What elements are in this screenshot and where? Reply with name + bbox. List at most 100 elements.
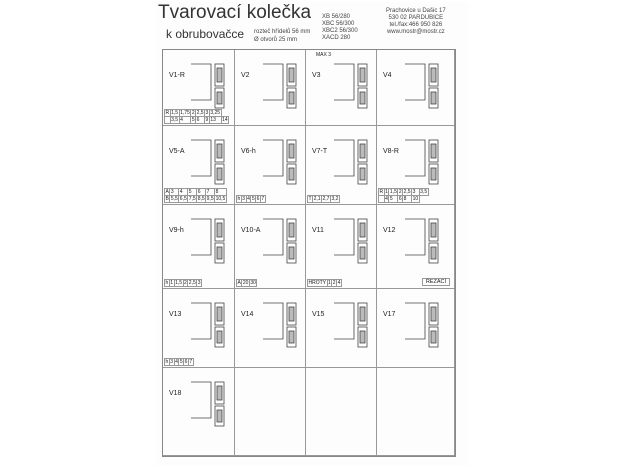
- roller-cell: V4: [377, 50, 455, 126]
- table-cell: 7: [205, 188, 216, 196]
- note: MAX 3: [316, 52, 332, 58]
- roller-cell: V17: [377, 289, 455, 368]
- table-cell: 3: [196, 279, 203, 287]
- table-cell: 3: [169, 188, 180, 196]
- table-cell: 6: [195, 116, 206, 124]
- roller-drawing-icon: [263, 302, 297, 348]
- table-cell: 8,5: [196, 195, 207, 203]
- roller-drawing-icon: [191, 218, 225, 264]
- roller-label: V13: [169, 311, 182, 318]
- roller-label: V10-A: [241, 227, 261, 234]
- table-cell: 10: [411, 195, 420, 203]
- table-cell: 30: [248, 279, 258, 287]
- address: Prachovice u Dašic 17 530 02 PARDUBICE t…: [386, 8, 446, 36]
- roller-label: V12: [383, 227, 396, 234]
- cutting-note: ŘEZACÍ: [421, 278, 450, 286]
- page-subtitle: k obrubovačce: [166, 27, 245, 41]
- roller-drawing-icon: [334, 139, 368, 185]
- roller-drawing-icon: [334, 302, 368, 348]
- model: XBC 56/300: [322, 21, 355, 27]
- table-cell: B: [163, 195, 171, 203]
- model-list: XB 56/280 XBC 56/300 XBC2 56/300 XACD 28…: [322, 14, 358, 42]
- table-cell: 3,5: [169, 116, 180, 124]
- table-cell: HROTY: [307, 279, 328, 287]
- roller-drawing-icon: [405, 139, 439, 185]
- table-cell: 4: [336, 279, 342, 287]
- table-cell: 14: [220, 116, 230, 124]
- table-cell: 2,5: [195, 109, 206, 117]
- roller-label: V14: [241, 311, 254, 318]
- table-cell: 4: [178, 188, 189, 196]
- roller-drawing-icon: [263, 139, 297, 185]
- table-cell: 8: [402, 195, 413, 203]
- roller-label: V8-R: [383, 148, 399, 155]
- table-cell: 2,1: [312, 195, 323, 203]
- table-cell: 2,5: [402, 188, 413, 196]
- table-cell: T: [306, 195, 314, 203]
- roller-cell: V3 MAX 3: [306, 50, 377, 126]
- table-cell: 6: [196, 188, 207, 196]
- roller-drawing-icon: [334, 218, 368, 264]
- table-cell: 3: [411, 188, 420, 196]
- roller-cell: [235, 368, 306, 456]
- page-title: Tvarovací kolečka: [158, 2, 312, 23]
- table-cell: 7,5: [187, 195, 198, 203]
- roller-label: V9-h: [169, 227, 184, 234]
- roller-label: V17: [383, 311, 396, 318]
- table-cell: 2,5: [187, 279, 198, 287]
- table-cell: 1,5: [388, 188, 399, 196]
- roller-label: V15: [312, 311, 325, 318]
- roller-drawing-icon: [263, 63, 297, 109]
- roller-cell: V2: [235, 50, 306, 126]
- address-line: tel./fax:466 950 826: [389, 22, 443, 28]
- roller-cell: V14: [235, 289, 306, 368]
- table-cell: A: [235, 279, 243, 287]
- model: XACD 280: [322, 35, 351, 41]
- roller-drawing-icon: [405, 218, 439, 264]
- roller-cell: V18: [163, 368, 235, 456]
- table-cell: 4: [178, 116, 192, 124]
- address-line: Prachovice u Dašic 17: [386, 8, 446, 14]
- table-cell: 7: [259, 195, 266, 203]
- table-cell: 5: [388, 195, 399, 203]
- roller-cell: V15: [306, 289, 377, 368]
- table-cell: 7: [187, 358, 194, 366]
- roller-label: V6-h: [241, 148, 256, 155]
- table-cell: 3,25: [208, 109, 222, 117]
- table-cell: 20: [241, 279, 250, 287]
- roller-label: V1-R: [169, 72, 185, 79]
- roller-cell: [377, 368, 455, 456]
- roller-label: V4: [383, 72, 392, 79]
- roller-drawing-icon: [405, 302, 439, 348]
- roller-drawing-icon: [191, 139, 225, 185]
- table-cell: 3,5: [418, 188, 429, 196]
- model: XB 56/280: [322, 14, 351, 20]
- roller-label: V11: [312, 227, 324, 234]
- catalog-sheet: Tvarovací kolečka k obrubovačce rozteč h…: [156, 2, 468, 466]
- table-cell: 10,5: [214, 195, 227, 203]
- table-cell: 8: [214, 188, 227, 196]
- roller-label: V5-A: [169, 148, 185, 155]
- table-cell: 9,5: [205, 195, 216, 203]
- roller-label: V2: [241, 72, 250, 79]
- roller-drawing-icon: [334, 63, 368, 109]
- table-cell: 13: [208, 116, 222, 124]
- roller-drawing-icon: [191, 63, 225, 109]
- roller-drawing-icon: [191, 381, 225, 427]
- roller-label: V3: [312, 72, 321, 79]
